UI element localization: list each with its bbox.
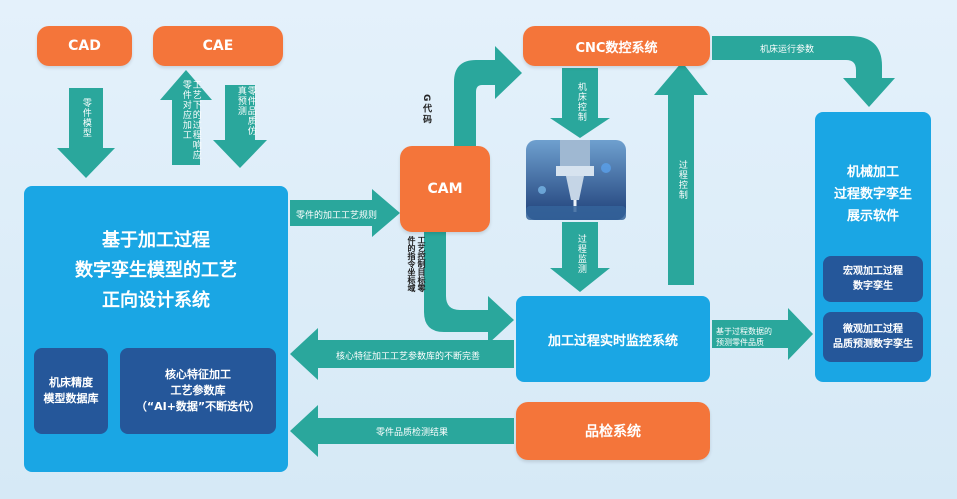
label-quality-sim: 零件品质仿真预测: [235, 86, 256, 136]
arrow-monitor-to-display: [712, 308, 813, 360]
qc-system-label: 品检系统: [585, 424, 641, 440]
cnc-box: CNC数控系统: [523, 26, 710, 66]
machine-accuracy-db: 机床精度 模型数据库: [34, 348, 108, 434]
cad-label: CAD: [68, 38, 101, 54]
label-feedback-core: 核心特征加工工艺参数库的不断完善: [336, 352, 481, 362]
micro-twin-box: 微观加工过程 品质预测数字孪生: [823, 312, 923, 362]
monitor-system-box: 加工过程实时监控系统: [516, 296, 710, 382]
label-machine-control: 机床控制: [575, 82, 586, 122]
cam-box: CAM: [400, 146, 490, 232]
arrow-cnc-to-display: [712, 36, 895, 107]
cam-label: CAM: [427, 181, 463, 197]
label-process-monitor: 过程监测: [575, 234, 586, 274]
arrow-process-monitor: [550, 222, 610, 292]
label-process-rules: 零件的加工工艺规则: [296, 211, 378, 221]
arrow-feedback-core: [290, 328, 514, 380]
monitor-system-label: 加工过程实时监控系统: [547, 333, 678, 349]
arrow-feedback-qc: [290, 405, 514, 457]
arrow-machine-control: [550, 68, 610, 138]
cnc-label: CNC数控系统: [575, 40, 658, 56]
label-feedback-qc: 零件品质检测结果: [376, 428, 449, 438]
label-cae-response: 工艺下的过程响应零件对应加工: [180, 80, 201, 160]
arrow-cad-down: [57, 88, 115, 178]
display-software-title: 机械加工 过程数字孪生 展示软件: [833, 165, 912, 224]
spindle-image: [526, 140, 626, 220]
cae-box: CAE: [153, 26, 283, 66]
label-g-code: G代码: [421, 94, 431, 126]
label-process-control: 过程控制: [676, 160, 687, 200]
macro-twin-box: 宏观加工过程 数字孪生: [823, 256, 923, 302]
cad-box: CAD: [37, 26, 132, 66]
label-quality-prediction: 基于过程数据的 预测零件品质: [716, 327, 772, 347]
main-system-title: 基于加工过程 数字孪生模型的工艺 正向设计系统: [75, 230, 237, 311]
arrow-cae-down: [213, 85, 267, 168]
arrow-cam-to-monitor: [424, 228, 514, 344]
arrow-cae-up: [160, 70, 212, 165]
qc-system-box: 品检系统: [516, 402, 710, 460]
arrow-main-to-cam: [290, 189, 400, 237]
arrow-process-control: [654, 62, 708, 285]
label-control-target: 工艺控制目标零件的指令坐标域: [407, 236, 426, 292]
core-feature-db: 核心特征加工 工艺参数库 （“AI+数据”不断迭代）: [120, 348, 276, 434]
arrow-cam-to-cnc: [454, 46, 522, 148]
cae-label: CAE: [202, 38, 234, 54]
label-part-model: 零件模型: [80, 98, 91, 138]
label-machine-params: 机床运行参数: [760, 45, 815, 55]
